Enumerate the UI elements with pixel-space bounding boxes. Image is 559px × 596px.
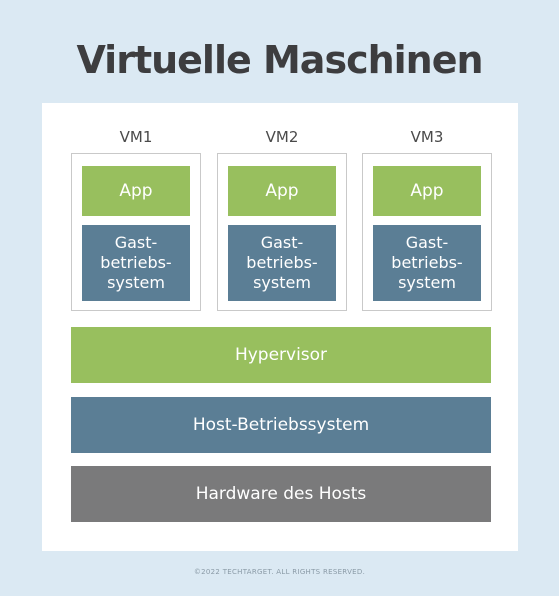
vm3-label: VM3 [410,128,444,146]
vm2-guest-os-block: Gast- betriebs- system [228,225,336,301]
vm2-label: VM2 [265,128,299,146]
vm1-app-block: App [82,166,190,216]
vm1-label: VM1 [119,128,153,146]
vm3-guest-os-block: Gast- betriebs- system [373,225,481,301]
hardware-layer: Hardware des Hosts [71,466,491,522]
vm1-guest-os-block: Gast- betriebs- system [82,225,190,301]
vm3-box: App Gast- betriebs- system [362,153,492,311]
copyright-notice: ©2022 TECHTARGET. ALL RIGHTS RESERVED. [193,568,366,576]
vm2-app-block: App [228,166,336,216]
page-title: Virtuelle Maschinen [76,38,483,82]
host-os-layer: Host-Betriebssystem [71,397,491,453]
hypervisor-layer: Hypervisor [71,327,491,383]
vm3-app-block: App [373,166,481,216]
vm2-box: App Gast- betriebs- system [217,153,347,311]
vm1-box: App Gast- betriebs- system [71,153,201,311]
